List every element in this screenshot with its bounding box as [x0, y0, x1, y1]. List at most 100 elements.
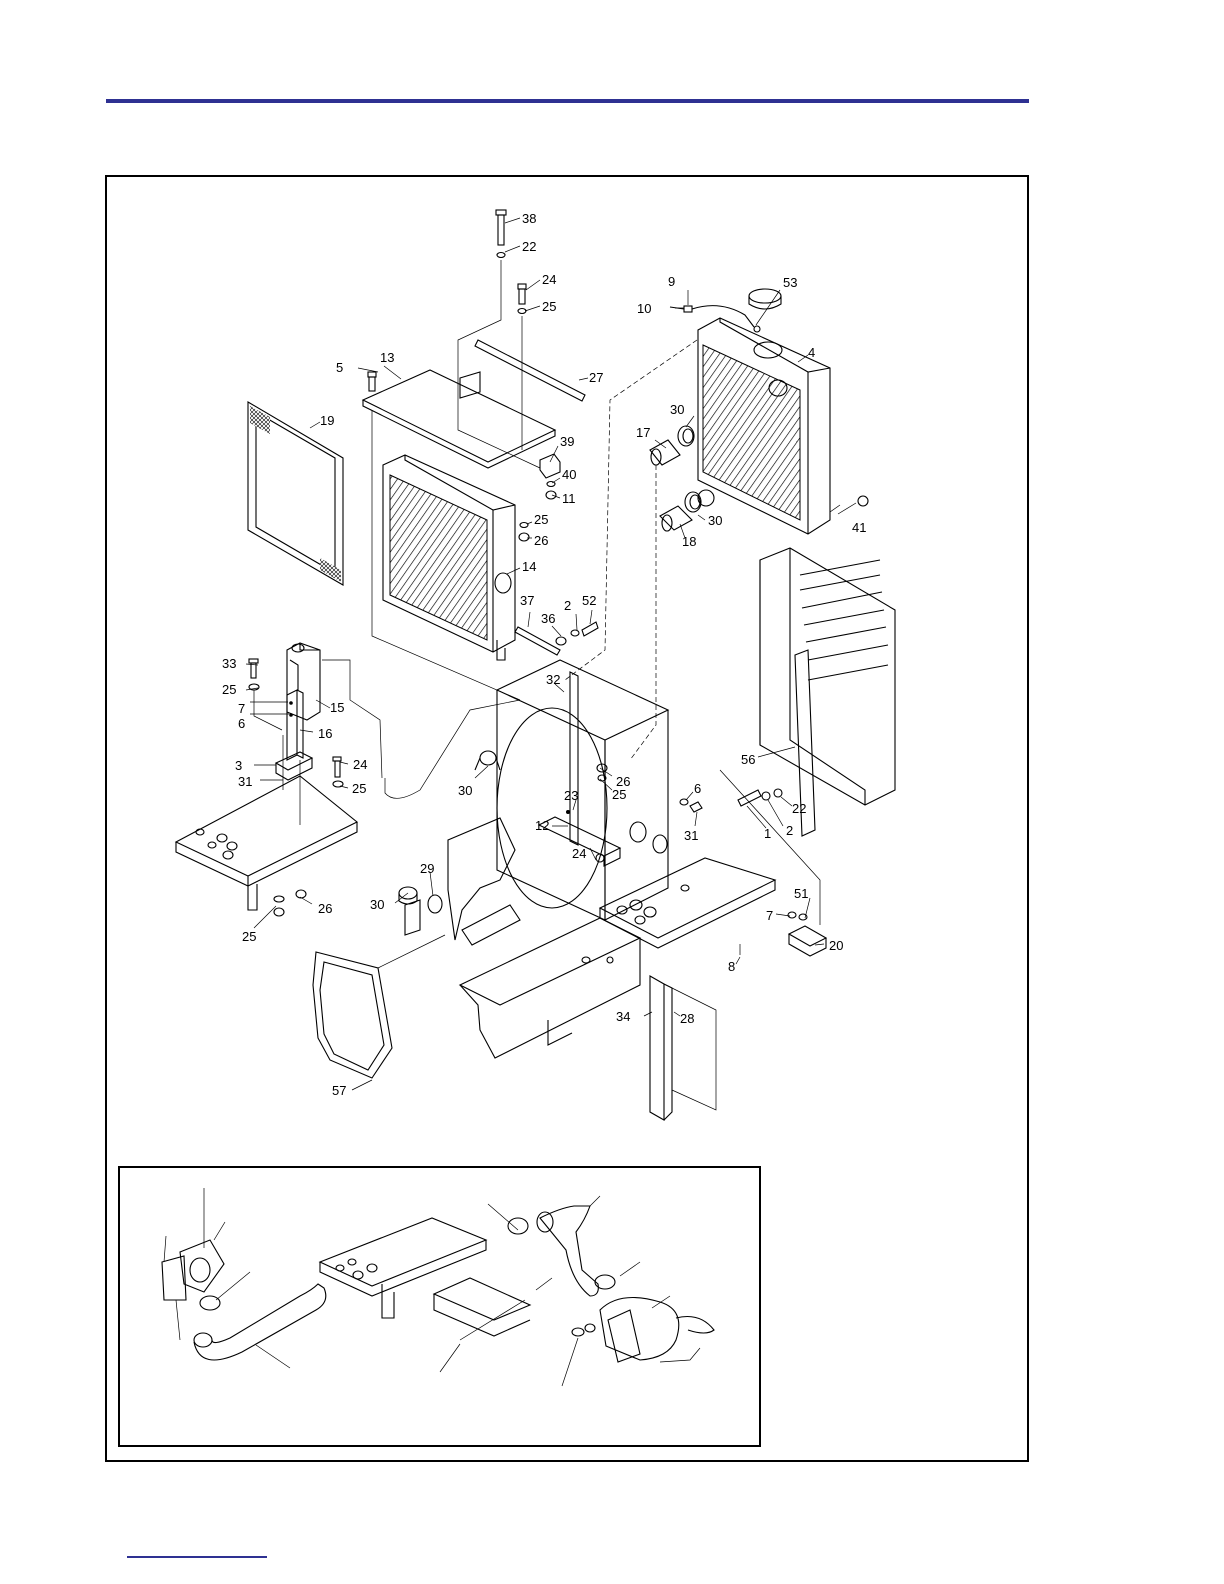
- callout-18: 18: [682, 534, 696, 549]
- plate-20: [789, 926, 826, 956]
- screen-19: [248, 402, 343, 585]
- bolt-24-left: [333, 757, 341, 777]
- bolt-1: [738, 790, 761, 806]
- callout-3: 3: [235, 758, 242, 773]
- nut-26-low-a: [274, 908, 284, 916]
- callout-26: 26: [534, 533, 548, 548]
- washer-6-left: [289, 713, 293, 717]
- callout-6: 6: [694, 781, 701, 796]
- reservoir-hose-line: [322, 660, 382, 778]
- callout-11: 11: [562, 491, 576, 506]
- callout-13: 13: [380, 350, 394, 365]
- callout-23: 23: [564, 788, 578, 803]
- callout-57: 57: [332, 1083, 346, 1098]
- callout-leaders: [246, 218, 856, 1090]
- screw-23: [566, 810, 570, 814]
- callout-52: 52: [582, 593, 596, 608]
- callout-17: 17: [636, 425, 650, 440]
- callout-8: 8: [728, 959, 735, 974]
- callout-51: 51: [794, 886, 808, 901]
- inset-detail-drawing: [162, 1188, 714, 1386]
- callout-38: 38: [522, 211, 536, 226]
- rod-37: [515, 627, 560, 655]
- clamp-30-c: [475, 751, 500, 770]
- hose-17: [650, 440, 680, 465]
- callout-19: 19: [320, 413, 334, 428]
- washer-6-right: [680, 799, 688, 805]
- clamp-30-a: [678, 426, 694, 446]
- plug-29: [428, 895, 442, 913]
- callout-24: 24: [572, 846, 586, 861]
- washer-2-right: [762, 792, 770, 800]
- callout-27: 27: [589, 370, 603, 385]
- callout-16: 16: [318, 726, 332, 741]
- channel-28: [664, 984, 716, 1120]
- cap-53: [749, 289, 781, 309]
- bolt-33: [249, 659, 258, 678]
- gasket-57: [313, 952, 392, 1078]
- callout-29: 29: [420, 861, 434, 876]
- callout-28: 28: [680, 1011, 694, 1026]
- nut-11: [546, 491, 556, 499]
- callout-31: 31: [238, 774, 252, 789]
- callout-53: 53: [783, 275, 797, 290]
- bracket-39: [540, 454, 560, 478]
- washer-25-mid: [520, 523, 528, 528]
- right-platform: [600, 858, 775, 948]
- screw-7-left: [289, 701, 293, 705]
- callout-15: 15: [330, 700, 344, 715]
- sensor-9: [684, 306, 754, 327]
- frame-32: [497, 660, 668, 920]
- bracket-16: [287, 690, 303, 760]
- channel-34: [650, 976, 664, 1120]
- screw-7-right: [788, 912, 796, 918]
- bolt-31-right: [690, 802, 702, 812]
- washer-22-right: [774, 789, 782, 797]
- shaft-27: [475, 340, 585, 401]
- callout-31: 31: [684, 828, 698, 843]
- callout-9: 9: [668, 274, 675, 289]
- callout-1: 1: [764, 826, 771, 841]
- washer-25-low: [274, 896, 284, 902]
- callout-6: 6: [238, 716, 245, 731]
- callout-30: 30: [458, 783, 472, 798]
- callout-34: 34: [616, 1009, 630, 1024]
- callout-7: 7: [238, 701, 245, 716]
- guide-line-a: [458, 260, 540, 468]
- callout-4: 4: [808, 345, 815, 360]
- callout-2: 2: [564, 598, 571, 613]
- callout-39: 39: [560, 434, 574, 449]
- washer-2-top: [571, 630, 579, 636]
- washer-25-top: [518, 309, 526, 314]
- nut-26-low-b: [296, 890, 306, 898]
- callout-10: 10: [637, 301, 651, 316]
- callout-25: 25: [222, 682, 236, 697]
- callout-24: 24: [353, 757, 367, 772]
- callout-labels: 38 22 24 25 9 10 53 13 5 27 4 19 30 17 3…: [222, 211, 866, 1098]
- bolt-38: [496, 210, 506, 245]
- callout-25: 25: [542, 299, 556, 314]
- radiator-core-14: [383, 455, 515, 660]
- callout-22: 22: [792, 801, 806, 816]
- spacer-36: [556, 637, 566, 645]
- callout-32: 32: [546, 672, 560, 687]
- gasket-guide-line: [378, 935, 445, 968]
- callout-30: 30: [708, 513, 722, 528]
- callout-25: 25: [352, 781, 366, 796]
- hose-routing-line: [630, 465, 656, 760]
- callout-5: 5: [336, 360, 343, 375]
- left-frame-section: [405, 818, 520, 945]
- guide-line-h: [720, 770, 820, 925]
- callout-30: 30: [670, 402, 684, 417]
- callout-25: 25: [242, 929, 256, 944]
- left-platform: [176, 776, 357, 910]
- callout-14: 14: [522, 559, 536, 574]
- bolt-24-top: [518, 284, 526, 304]
- shroud-56: [760, 548, 895, 836]
- callout-20: 20: [829, 938, 843, 953]
- callout-30: 30: [370, 897, 384, 912]
- callout-36: 36: [541, 611, 555, 626]
- top-plate-13: [363, 370, 555, 468]
- callout-22: 22: [522, 239, 536, 254]
